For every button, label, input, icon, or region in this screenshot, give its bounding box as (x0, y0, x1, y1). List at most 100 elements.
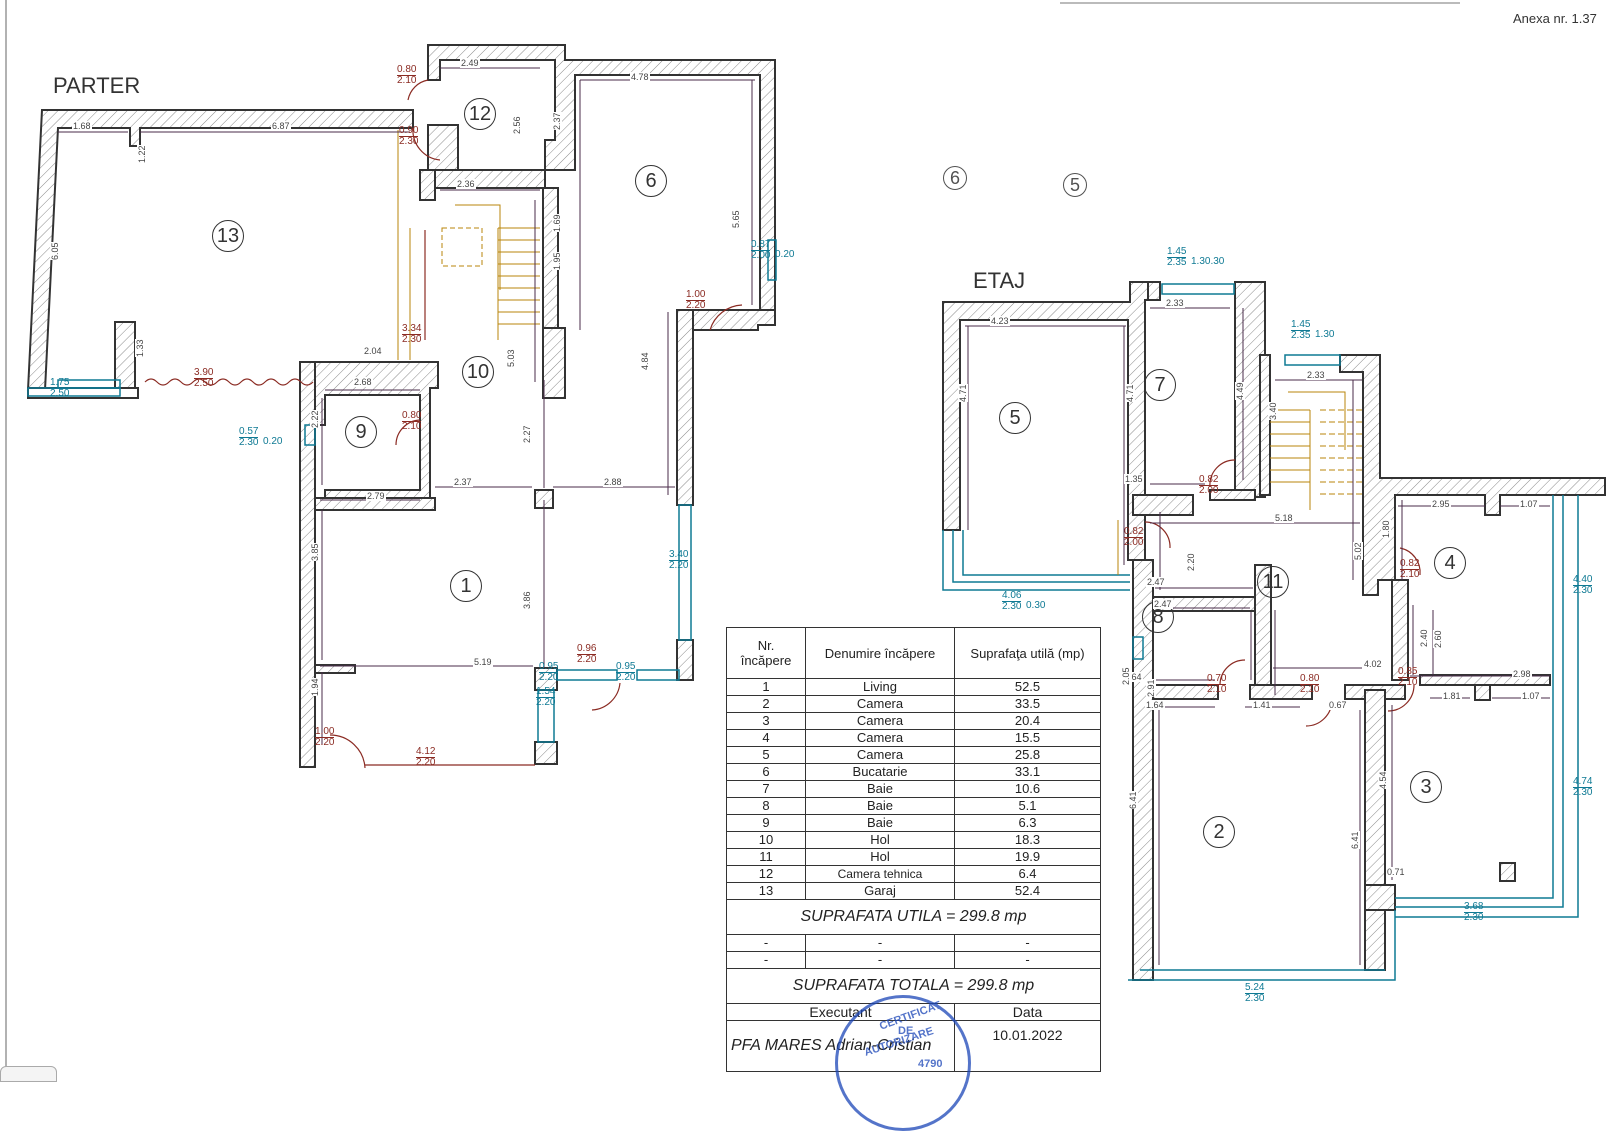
room-number-marker: 13 (212, 220, 244, 252)
dimension-label-vertical: 4.71 (1125, 384, 1135, 402)
room-number-marker: 3 (1410, 771, 1442, 803)
column-header-area: Suprafaţa utilă (mp) (954, 627, 1101, 679)
executant-name: PFA MARES Adrian-Cristian (726, 1020, 955, 1072)
dimension-label-vertical: 2.37 (552, 112, 562, 130)
dimension-label: 2.37 (453, 477, 473, 487)
dimension-label-vertical: 4.49 (1235, 382, 1245, 400)
dimension-label: 0.67 (1328, 700, 1348, 710)
ground-floor-title: PARTER (53, 73, 141, 98)
executant-label: Executant (726, 1003, 955, 1021)
date-value: 10.01.2022 (954, 1020, 1101, 1072)
dimension-label: 2.47 (1153, 599, 1173, 609)
dimension-label: 2.88 (603, 477, 623, 487)
total-area: SUPRAFATA TOTALA = 299.8 mp (726, 968, 1101, 1004)
dimension-label: 1.68 (72, 121, 92, 131)
dimension-label: 1.64 (1123, 672, 1143, 682)
dimension-label-vertical: 2.56 (512, 116, 522, 134)
dimension-label-vertical: 1.33 (135, 339, 145, 357)
room-number-marker: 6 (635, 165, 667, 197)
faint-room-number-marker: 6 (943, 166, 967, 190)
dimension-label-vertical: 1.22 (137, 145, 147, 163)
dimension-label: 2.33 (1306, 370, 1326, 380)
dimension-label: 2.36 (456, 179, 476, 189)
dimension-label: 4.78 (630, 72, 650, 82)
dimension-label: 1.64 (1145, 700, 1165, 710)
room-area-table: Nr. încăpere Denumire încăpere Suprafaţa… (726, 627, 1101, 1072)
blank-row: --- (726, 934, 1101, 952)
dimension-label: 1.07 (1521, 691, 1541, 701)
dimension-label-vertical: 1.94 (310, 678, 320, 696)
dimension-label: 1.41 (1252, 700, 1272, 710)
dimension-label-vertical: 5.03 (506, 349, 516, 367)
dimension-label: 1.07 (1519, 499, 1539, 509)
dimension-label: 2.79 (366, 491, 386, 501)
dimension-label-vertical: 3.85 (310, 543, 320, 561)
dimension-label-vertical: 1.95 (552, 252, 562, 270)
dimension-label: 2.49 (460, 58, 480, 68)
dimension-label-vertical: 2.27 (522, 425, 532, 443)
etaj-walls (942, 281, 1606, 981)
faint-room-number-marker: 5 (1063, 173, 1087, 197)
dimension-label-vertical: 3.86 (522, 591, 532, 609)
dimension-label-vertical: 2.05 (1121, 667, 1131, 685)
etaj-windows (942, 283, 1579, 981)
blank-row: --- (726, 951, 1101, 969)
room-number-marker: 4 (1434, 547, 1466, 579)
dimension-label: 5.18 (1274, 513, 1294, 523)
column-header-name: Denumire încăpere (805, 627, 955, 679)
dimension-label: 4.23 (990, 316, 1010, 326)
date-label: Data (954, 1003, 1101, 1021)
dimension-label: 6.87 (271, 121, 291, 131)
dimension-label-vertical: 3.40 (1268, 402, 1278, 420)
room-number-marker: 5 (999, 402, 1031, 434)
room-number-marker: 11 (1257, 566, 1289, 598)
parter-stairs (397, 130, 540, 360)
room-number-marker: 12 (464, 98, 496, 130)
dimension-label-vertical: 6.41 (1350, 831, 1360, 849)
dimension-label-vertical: 2.22 (310, 410, 320, 428)
window-sill-label: 1.30 (1315, 329, 1335, 340)
parter-dimension-lines (58, 67, 755, 745)
dimension-label-vertical: 4.71 (958, 384, 968, 402)
dimension-label-vertical: 1.69 (552, 214, 562, 232)
parter-doors (144, 79, 743, 769)
dimension-label: 5.19 (473, 657, 493, 667)
dimension-label: 0.71 (1386, 867, 1406, 877)
dimension-label-vertical: 2.40 (1419, 629, 1429, 647)
room-number-marker: 1 (450, 570, 482, 602)
window-sill-label: 0.20 (775, 249, 795, 260)
dimension-label: 2.95 (1431, 499, 1451, 509)
dimension-label: 1.35 (1124, 474, 1144, 484)
